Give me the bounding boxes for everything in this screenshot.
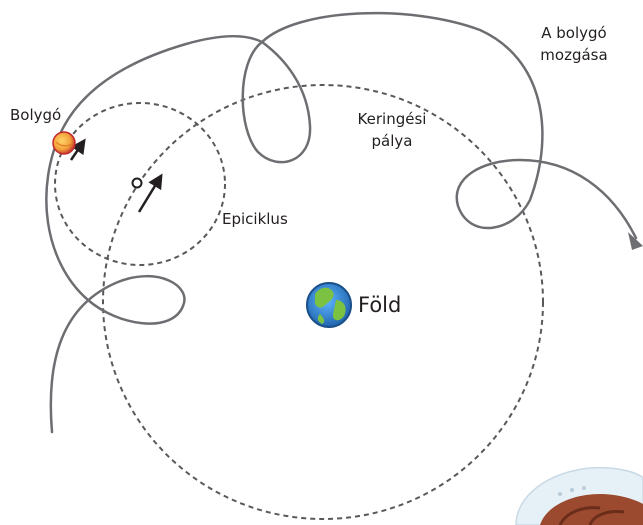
planet-motion-label: A bolygó mozgása xyxy=(528,22,620,66)
path-end-arrowhead xyxy=(628,232,643,250)
earth-icon xyxy=(306,282,352,328)
planet-motion-path xyxy=(45,11,638,434)
planet-motion-label-line1: A bolygó xyxy=(541,24,607,42)
planet-motion-loop xyxy=(241,40,312,164)
planet-motion-arrow xyxy=(69,138,86,161)
earth-label: Föld xyxy=(358,293,402,317)
planet-motion-label-line2: mozgása xyxy=(540,46,608,64)
deferent-orbit xyxy=(102,84,544,520)
planet-label: Bolygó xyxy=(10,106,62,124)
deferent-label: Keringési pálya xyxy=(346,108,438,152)
epicycle-motion-arrow xyxy=(137,173,163,213)
epicycle-circle xyxy=(54,102,226,266)
deferent-label-line1: Keringési xyxy=(357,110,427,128)
epicycle-center-marker xyxy=(131,177,143,189)
epicycle-label: Epiciklus xyxy=(222,210,288,228)
planet-icon xyxy=(52,131,76,155)
corner-figure-icon xyxy=(515,466,643,525)
deferent-label-line2: pálya xyxy=(371,132,413,150)
